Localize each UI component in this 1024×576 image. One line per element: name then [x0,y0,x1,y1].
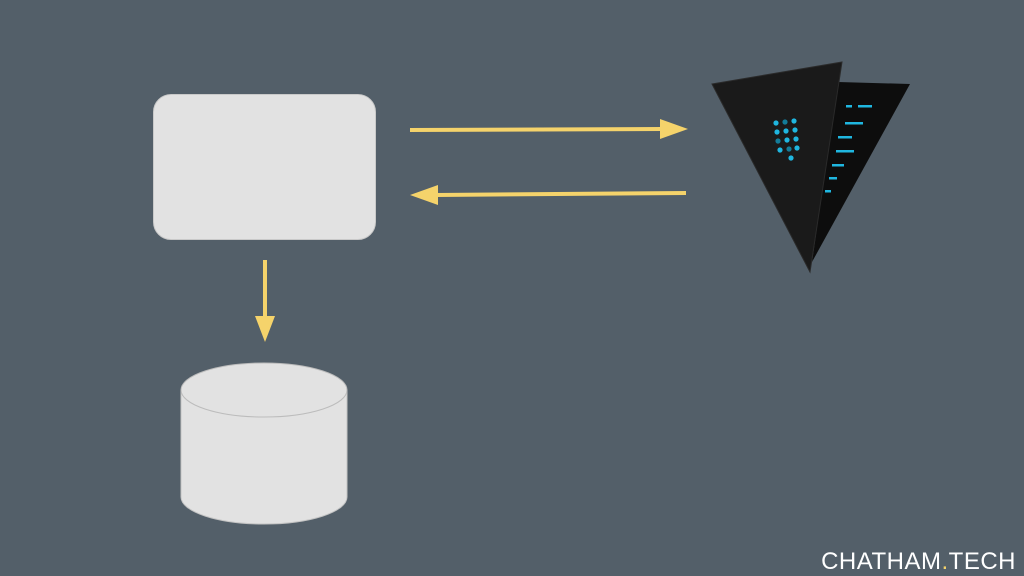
logo-text-tech: TECH [948,548,1016,575]
application-box [153,94,376,240]
chatham-tech-logo: CHATHAM.TECH [821,550,1016,574]
arrow-app-to-database [255,260,275,342]
database-cylinder [180,362,348,525]
arrow-app-to-vault [409,119,688,139]
logo-text-chatham: CHATHAM [821,548,942,575]
arrow-vault-to-app [410,185,687,205]
hashicorp-vault-icon [711,61,910,274]
logo-dot: . [941,548,949,575]
